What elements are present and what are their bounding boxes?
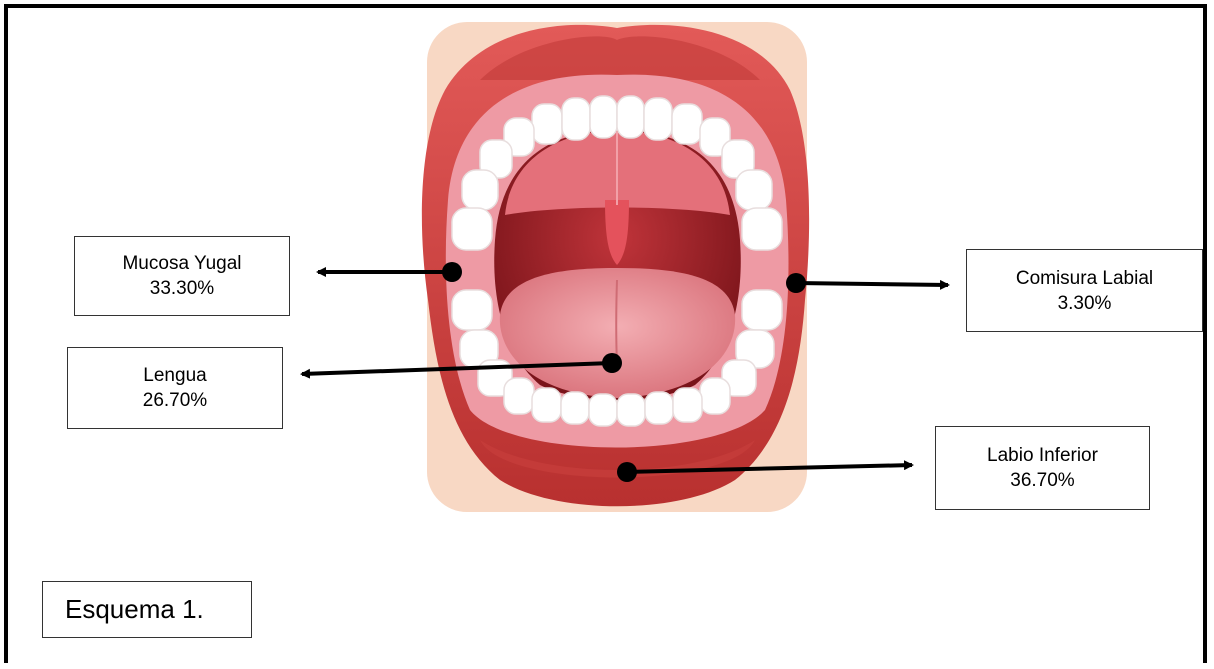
- label-lengua-value: 26.70%: [143, 388, 207, 413]
- pointer-comisura-labial: [786, 273, 948, 293]
- label-labio-inferior: Labio Inferior 36.70%: [935, 426, 1150, 510]
- label-comisura-labial-name: Comisura Labial: [1016, 266, 1153, 291]
- diagram-caption: Esquema 1.: [42, 581, 252, 638]
- label-comisura-labial-value: 3.30%: [1058, 291, 1112, 316]
- label-lengua: Lengua 26.70%: [67, 347, 283, 429]
- label-mucosa-yugal-value: 33.30%: [150, 276, 214, 301]
- label-comisura-labial: Comisura Labial 3.30%: [966, 249, 1203, 332]
- caption-text: Esquema 1.: [65, 594, 204, 625]
- label-lengua-name: Lengua: [143, 363, 206, 388]
- label-labio-inferior-value: 36.70%: [1010, 468, 1074, 493]
- label-labio-inferior-name: Labio Inferior: [987, 443, 1098, 468]
- label-mucosa-yugal: Mucosa Yugal 33.30%: [74, 236, 290, 316]
- label-mucosa-yugal-name: Mucosa Yugal: [122, 251, 241, 276]
